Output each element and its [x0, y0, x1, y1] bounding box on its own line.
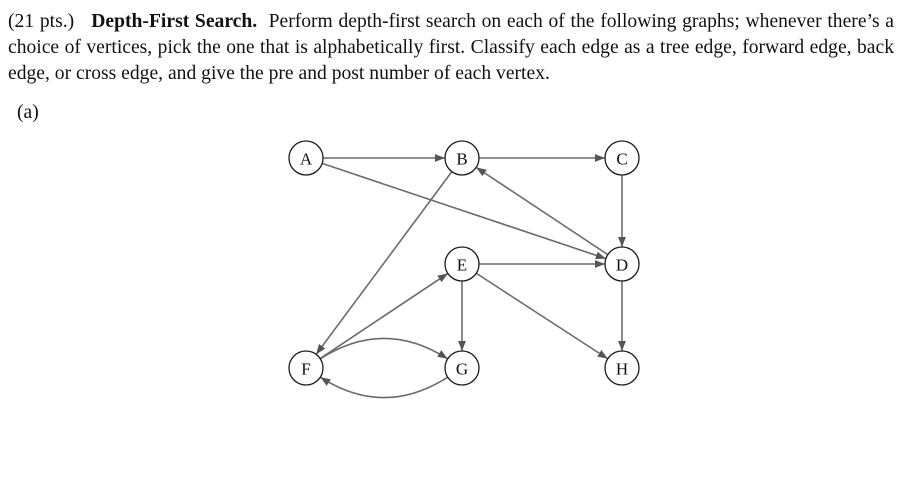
node-circle	[604, 350, 640, 386]
problem-title: Depth-First Search.	[91, 11, 258, 32]
edge-e-to-h	[475, 272, 609, 360]
problem-body: Perform depth-first search on each of th…	[8, 11, 894, 84]
edge-g-to-f	[319, 376, 449, 399]
node-circle	[444, 140, 480, 176]
node-e: E	[444, 246, 480, 282]
node-h: H	[604, 350, 640, 386]
node-f: F	[288, 350, 324, 386]
edge-layer	[315, 154, 626, 399]
node-label: E	[457, 256, 467, 275]
node-d: D	[604, 246, 640, 282]
node-label: A	[300, 150, 313, 169]
node-label: H	[616, 360, 628, 379]
node-label: C	[616, 150, 627, 169]
edge-d-to-b	[475, 166, 609, 256]
node-circle	[288, 350, 324, 386]
node-circle	[604, 246, 640, 282]
node-c: C	[604, 140, 640, 176]
node-label: B	[456, 150, 467, 169]
node-g: G	[444, 350, 480, 386]
problem-points: (21 pts.)	[8, 11, 75, 32]
node-circle	[444, 350, 480, 386]
node-label: G	[456, 360, 468, 379]
node-circle	[444, 246, 480, 282]
node-layer: A B C D E F G H	[288, 140, 640, 386]
node-a: A	[288, 140, 324, 176]
problem-statement: (21 pts.) Depth-First Search. Perform de…	[8, 9, 894, 87]
edge-b-to-f	[315, 171, 453, 355]
node-label: D	[616, 256, 628, 275]
edge-a-to-d	[321, 162, 607, 260]
edge-f-to-e	[319, 272, 449, 360]
part-label: (a)	[17, 102, 39, 123]
node-label: F	[301, 360, 310, 379]
node-b: B	[444, 140, 480, 176]
node-circle	[604, 140, 640, 176]
node-circle	[288, 140, 324, 176]
edge-f-to-g	[319, 337, 449, 360]
